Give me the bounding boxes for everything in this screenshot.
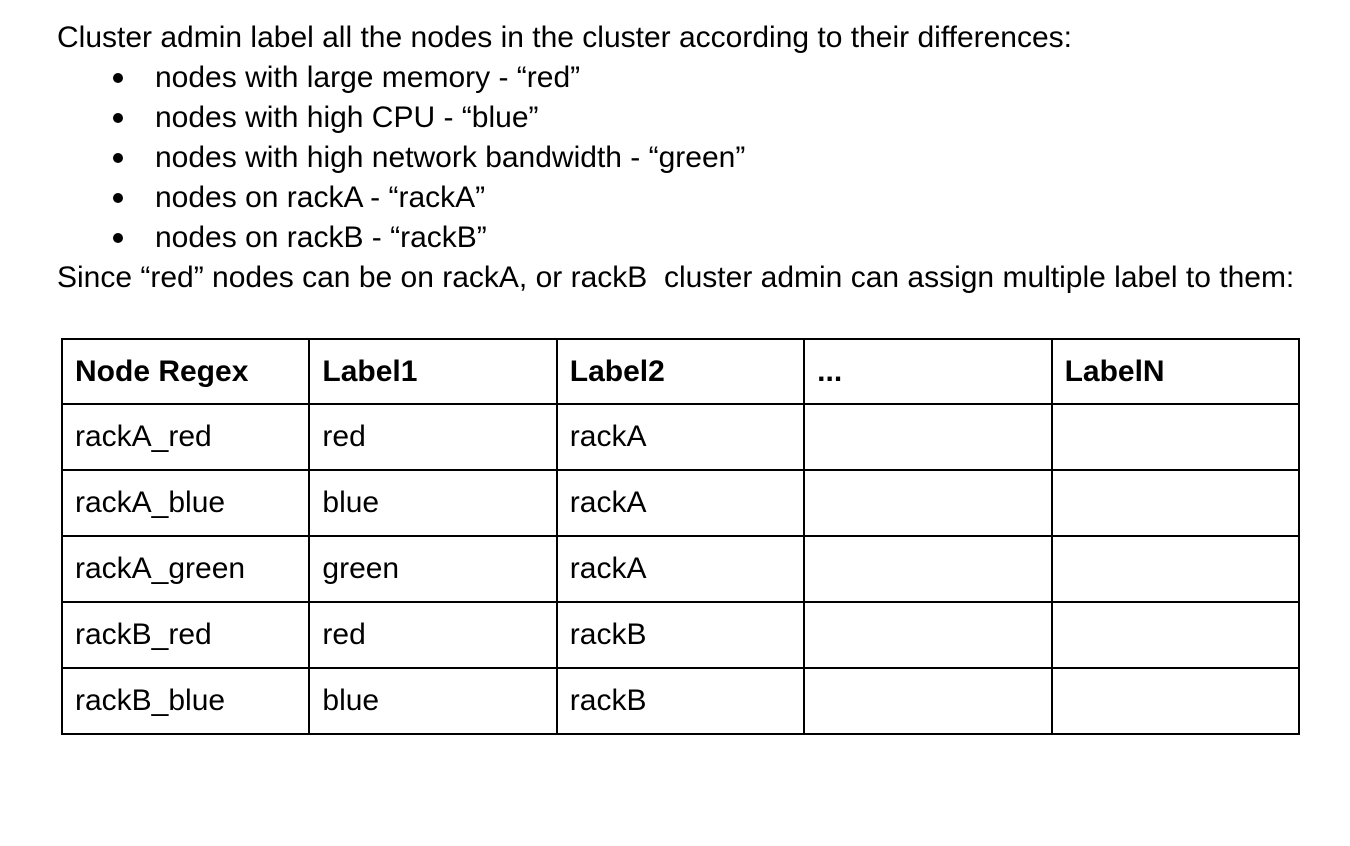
table-cell (1050, 667, 1301, 735)
table-cell: rackA_green (60, 535, 311, 603)
list-item: nodes with large memory - “red” (57, 58, 1330, 98)
list-item-text: nodes with high CPU - “blue” (155, 101, 539, 134)
bullet-icon (113, 113, 123, 123)
list-item: nodes on rackB - “rackB” (57, 218, 1330, 258)
table-cell: rackA (555, 403, 806, 471)
table-cell: red (308, 601, 558, 669)
table-cell: rackB (555, 667, 806, 735)
intro-paragraph: Cluster admin label all the nodes in the… (57, 21, 1073, 54)
label-rules-list: nodes with large memory - “red” nodes wi… (57, 58, 1330, 258)
bullet-icon (113, 73, 123, 83)
table-cell (1050, 469, 1301, 537)
table-cell: rackA (555, 535, 806, 603)
list-item-text: nodes on rackA - “rackA” (155, 181, 486, 214)
table-row: rackA_red red rackA (60, 403, 1301, 471)
table-header-row: Node Regex Label1 Label2 ... LabelN (60, 338, 1301, 405)
table-cell: green (308, 535, 558, 603)
table-cell (1050, 403, 1301, 471)
bullet-icon (113, 153, 123, 163)
bullet-icon (113, 193, 123, 203)
document-page: Cluster admin label all the nodes in the… (57, 21, 1330, 735)
note-paragraph: Since “red” nodes can be on rackA, or ra… (57, 261, 1295, 294)
header-cell-ellipsis: ... (803, 338, 1053, 405)
table-cell: rackA_red (60, 403, 311, 471)
list-item: nodes on rackA - “rackA” (57, 178, 1330, 218)
table-cell: rackB_red (60, 601, 311, 669)
table-cell (803, 535, 1053, 603)
table-cell: rackA (555, 469, 806, 537)
table-cell (803, 469, 1053, 537)
header-cell-labeln: LabelN (1050, 338, 1301, 405)
table-cell (803, 403, 1053, 471)
table-cell (803, 601, 1053, 669)
table-row: rackA_blue blue rackA (60, 469, 1301, 537)
table-cell: red (308, 403, 558, 471)
table-cell: rackB (555, 601, 806, 669)
table-cell (1050, 601, 1301, 669)
labels-table: Node Regex Label1 Label2 ... LabelN rack… (60, 338, 1301, 735)
table-row: rackB_red red rackB (60, 601, 1301, 669)
list-item-text: nodes on rackB - “rackB” (155, 221, 487, 254)
list-item-text: nodes with high network bandwidth - “gre… (155, 141, 746, 174)
header-cell-label2: Label2 (555, 338, 806, 405)
list-item-text: nodes with large memory - “red” (155, 61, 581, 94)
table-cell: blue (308, 469, 558, 537)
table-row: rackA_green green rackA (60, 535, 1301, 603)
list-item: nodes with high network bandwidth - “gre… (57, 138, 1330, 178)
header-cell-node-regex: Node Regex (60, 338, 311, 405)
table-cell: rackB_blue (60, 667, 311, 735)
bullet-icon (113, 233, 123, 243)
table-cell (1050, 535, 1301, 603)
table-cell: blue (308, 667, 558, 735)
table-cell (803, 667, 1053, 735)
table-row: rackB_blue blue rackB (60, 667, 1301, 735)
list-item: nodes with high CPU - “blue” (57, 98, 1330, 138)
header-cell-label1: Label1 (308, 338, 558, 405)
table-cell: rackA_blue (60, 469, 311, 537)
